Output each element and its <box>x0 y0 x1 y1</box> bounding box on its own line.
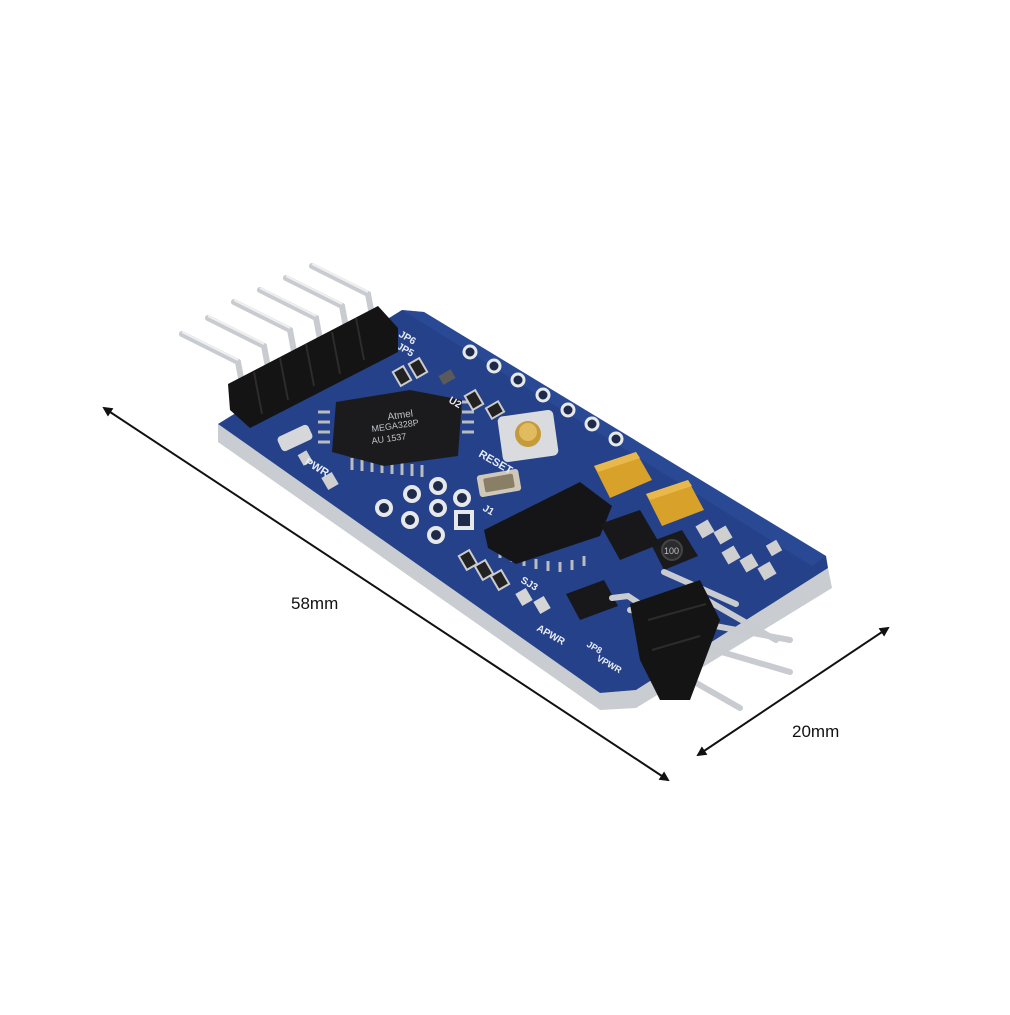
left-header-pin-highlights <box>181 263 369 361</box>
left-pin-header <box>179 263 398 428</box>
length-dimension-label: 58mm <box>291 594 339 613</box>
width-dimension-label: 20mm <box>792 722 840 741</box>
reset-button[interactable] <box>497 409 559 463</box>
length-arrow-icon <box>102 406 670 782</box>
width-arrow-icon <box>696 626 890 757</box>
left-header-housing <box>228 306 398 428</box>
dimension-arrows <box>102 406 890 782</box>
inductor-marking: 100 <box>664 546 679 556</box>
